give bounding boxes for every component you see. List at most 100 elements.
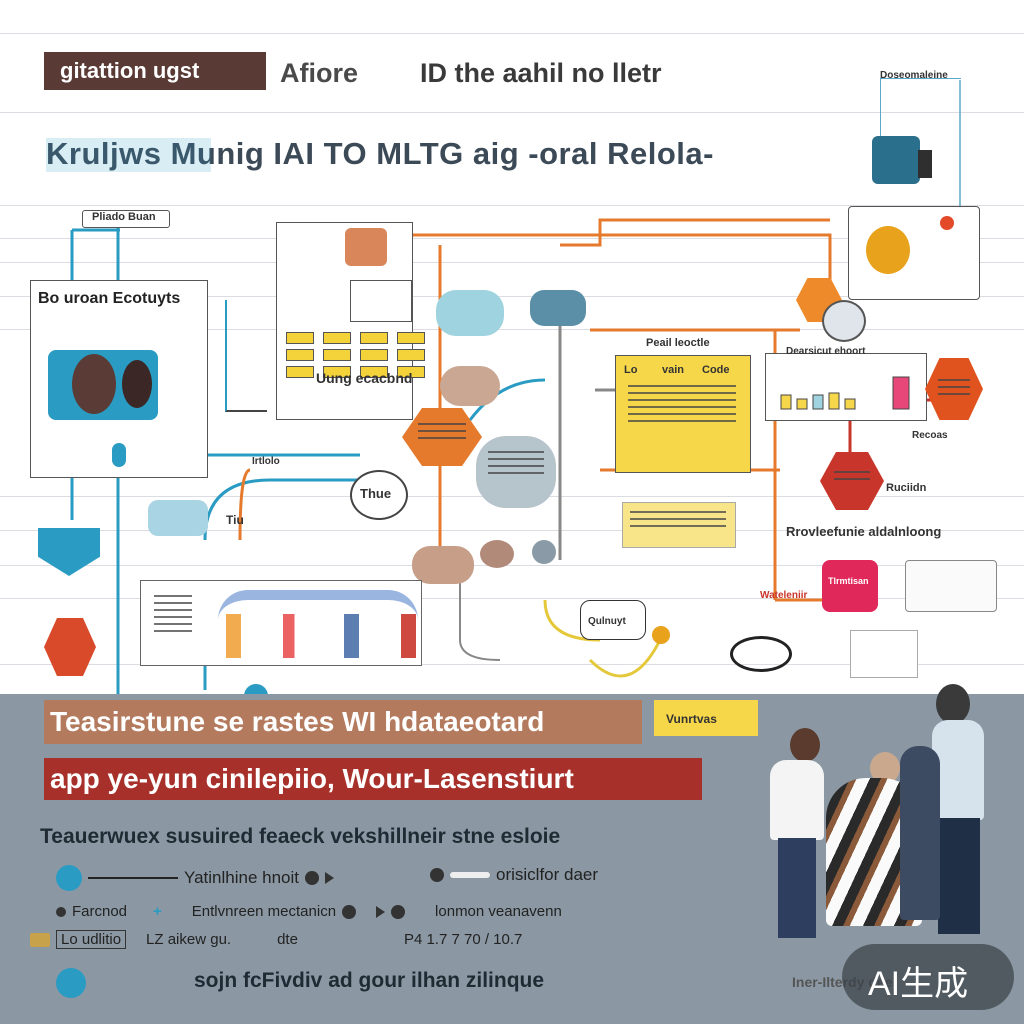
- yellow-table-col-2: vain: [662, 364, 685, 376]
- rule-line: [0, 329, 1024, 330]
- link-icon: [730, 636, 792, 672]
- machine-icon: [905, 560, 997, 612]
- arrow-icon: [325, 872, 334, 884]
- rule-line: [0, 598, 1024, 599]
- folder-icon: [30, 932, 50, 947]
- person-legs: [778, 838, 816, 938]
- band-1: Teasirstune se rastes WI hdataeotard: [44, 700, 642, 744]
- left-panel-title: Bo uroan Ecotuyts: [38, 290, 181, 307]
- person-legs: [938, 818, 980, 934]
- footer-row-1-left: Yatinlhine hnoit: [56, 865, 334, 891]
- footer-row-1-left-text: Yatinlhine hnoit: [184, 868, 299, 887]
- chart-side-label: Recoas: [912, 430, 948, 441]
- footer-row-3-a: Lo udlitio: [56, 930, 127, 949]
- plan-tag: [82, 210, 170, 228]
- pin-icon: [480, 540, 514, 568]
- rule-line: [0, 33, 1024, 34]
- face-icon: [72, 354, 116, 414]
- top-right-frame: [880, 78, 961, 169]
- footer-row-3-b: LZ aikew gu.: [146, 931, 232, 948]
- heading-2: Kruljws Munig IAI TO MLTG aig -oral Relo…: [46, 136, 714, 171]
- chart-panel-caption: Dearsicut ehoort: [786, 346, 866, 357]
- teal-funnel-icon: [148, 500, 208, 536]
- rule-line: [0, 530, 1024, 531]
- gear-seal-icon: [822, 300, 866, 342]
- plus-icon: +: [153, 903, 162, 920]
- red-hexagon: [820, 452, 884, 510]
- footer-subheading: Teauerwuex susuired feaeck vekshillneir …: [40, 825, 561, 848]
- yellow-note-tag-label: Vunrtvas: [666, 712, 717, 726]
- mini-right-label: Wateleniir: [760, 590, 808, 601]
- yellow-note-tag: [654, 700, 758, 736]
- rule-line: [0, 296, 1024, 297]
- connector-line: [88, 877, 178, 879]
- footer-bottom-line: sojn fcFivdiv ad gour ilhan zilinque: [194, 969, 545, 992]
- footer-row-2-left-text: Farcnod: [72, 903, 128, 920]
- rule-line: [0, 238, 1024, 239]
- arrow-icon: [376, 905, 386, 918]
- rule-line: [0, 262, 1024, 263]
- header-tag: [44, 52, 266, 90]
- footer-row-1-right-text: orisiclfor daer: [496, 865, 599, 884]
- red-hexagon-left: [44, 618, 96, 676]
- face-icon: [122, 360, 152, 408]
- footer-row-2: Farcnod + Entlvnreen mectanicn lonmon ve…: [56, 903, 562, 920]
- person-head-icon: [790, 728, 820, 762]
- speech-bubble-label: Qulnuyt: [588, 616, 626, 627]
- dot-icon: [430, 868, 444, 882]
- orange-hexagon-right: [925, 358, 983, 420]
- gear-cloud-icon: [530, 290, 586, 326]
- heading-1b: ID the aahil no lletr: [420, 58, 662, 88]
- thought-bubble-label: Thue: [360, 486, 392, 501]
- central-bubble-lines: [484, 446, 548, 479]
- red-hex-lines: [830, 466, 874, 485]
- mini-table: [350, 280, 412, 322]
- label-small-1: Irtlolo: [252, 456, 280, 467]
- person-cloud-icon: [440, 366, 500, 406]
- trophy-icon: [652, 626, 670, 644]
- teal-bubble-icon: [436, 290, 504, 336]
- dashboard-lines: [150, 590, 196, 637]
- person-figure: [900, 746, 940, 920]
- ai-generated-badge: [842, 944, 1014, 1010]
- figures-group: [226, 614, 416, 658]
- yellow-note-lines: [626, 506, 730, 532]
- footer-row-3: Lo udlitio LZ aikew gu. dte P4 1.7 7 70 …: [30, 930, 522, 949]
- rule-line: [0, 565, 1024, 566]
- yellow-table-col-3: Code: [702, 364, 730, 376]
- pink-box: [822, 560, 878, 612]
- heading-1a: Afiore: [280, 58, 359, 88]
- yellow-table-col-1: Lo: [624, 364, 638, 376]
- brown-speech-icon: [412, 546, 474, 584]
- teal-badge-icon: [56, 968, 86, 998]
- footer-row-2-mid-text: Entlvnreen mectanicn: [191, 903, 337, 920]
- arch-illustration: [218, 590, 418, 650]
- orange-right-caption: Ruciidn: [886, 482, 927, 494]
- teal-dot-icon: [56, 865, 82, 891]
- rule-line: [0, 112, 1024, 113]
- dot-icon: [56, 906, 66, 917]
- yellow-table-rows: [624, 380, 740, 427]
- person-figure: [932, 720, 984, 820]
- bar-sketch: [225, 300, 267, 412]
- center-panel-text: Uung ecacbnd: [316, 370, 413, 386]
- tool-icon: [345, 228, 387, 266]
- dot-icon: [305, 871, 319, 885]
- dot-icon: [342, 904, 357, 919]
- long-right-caption: Rrovleefunie aldalnloong: [786, 524, 942, 539]
- person-head-icon: [936, 684, 970, 724]
- footer-row-3-c: dte: [277, 931, 298, 948]
- thought-bubble: [350, 470, 408, 520]
- ai-generated-label: AI生成: [868, 965, 969, 1003]
- mini-figure-icon: [918, 150, 932, 178]
- heading-2-accent: [46, 138, 211, 172]
- label-small-2: Tiu: [226, 513, 244, 527]
- rule-line: [0, 205, 1024, 206]
- dot-icon: [391, 904, 406, 919]
- footer-row-2-right-text: lonmon veanavenn: [435, 903, 562, 920]
- band-2: app ye-yun cinilepiio, Wour-Lasenstiurt: [44, 758, 702, 800]
- coin-icon: [866, 226, 910, 274]
- speech-bubble: [580, 600, 646, 640]
- small-doc-panel: [850, 630, 918, 678]
- yellow-cell-grid: [286, 332, 425, 378]
